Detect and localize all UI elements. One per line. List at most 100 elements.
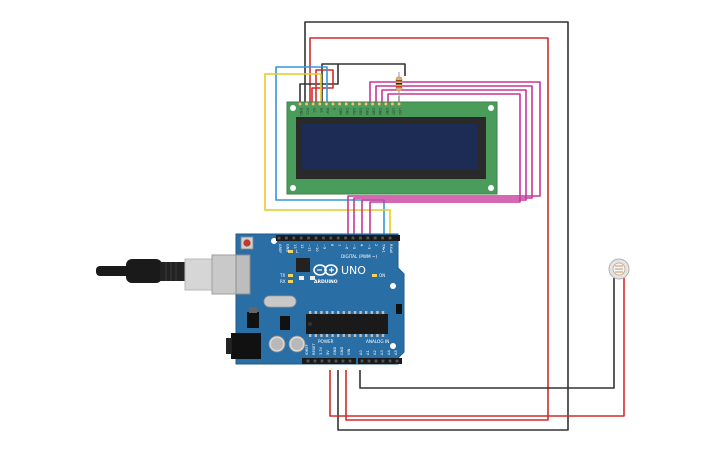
usb-port xyxy=(235,254,251,295)
header-pin[interactable] xyxy=(381,236,384,240)
lcd-pin[interactable] xyxy=(324,101,329,107)
analog-pin-label: A0 xyxy=(359,350,363,355)
arduino-uno-board[interactable]: L TX RX ON UNO ARDUINO DIGITAL (PWM ~) P… xyxy=(226,233,405,365)
lcd-pin[interactable] xyxy=(350,101,355,107)
wire-magenta-db7[interactable] xyxy=(369,93,521,238)
header-pin[interactable] xyxy=(374,359,378,363)
header-pin[interactable] xyxy=(329,236,333,240)
wires xyxy=(264,21,625,431)
header-pin[interactable] xyxy=(388,359,392,363)
header-pin[interactable] xyxy=(299,236,303,240)
chip-leg xyxy=(359,334,362,337)
reset-button-icon[interactable] xyxy=(240,236,254,250)
chip-leg xyxy=(337,311,340,314)
board-brand-uno: UNO xyxy=(341,264,366,277)
chip-leg xyxy=(309,311,312,314)
lcd-pin[interactable] xyxy=(390,101,395,107)
lcd-pin[interactable] xyxy=(344,101,349,107)
digital-pin-label: 4 xyxy=(359,244,363,247)
analog-header-strip xyxy=(358,358,402,364)
board-mount-hole xyxy=(271,238,277,244)
header-pin[interactable] xyxy=(322,236,325,240)
lcd-pin[interactable] xyxy=(311,101,316,107)
wire-magenta-db5[interactable] xyxy=(353,85,533,238)
header-pin[interactable] xyxy=(277,236,281,240)
lcd-pin[interactable] xyxy=(317,101,322,107)
wire-black-ldr[interactable] xyxy=(359,278,615,389)
wire-blue-rs[interactable] xyxy=(275,66,385,238)
header-pin[interactable] xyxy=(381,359,385,363)
header-pin[interactable] xyxy=(360,359,364,363)
lcd-mount-hole xyxy=(488,105,494,111)
wire-red-lcd-jumper[interactable] xyxy=(311,69,334,102)
header-pin[interactable] xyxy=(373,236,377,240)
lcd-pin[interactable] xyxy=(330,101,336,107)
lcd-pin[interactable] xyxy=(370,101,375,107)
digital-pin-label: TX▸1 xyxy=(382,243,386,253)
resistor-icon[interactable] xyxy=(395,72,403,96)
wire-black-gnd-outer[interactable] xyxy=(304,21,569,431)
lcd-mount-hole xyxy=(290,105,296,111)
usb-cable-icon[interactable] xyxy=(96,254,251,295)
wire-yellow-enable[interactable] xyxy=(264,73,391,238)
lcd-pin-label: DB2 xyxy=(352,108,356,115)
header-pin[interactable] xyxy=(307,236,310,240)
digital-pin-label: 12 xyxy=(300,244,304,249)
header-pin[interactable] xyxy=(341,359,345,363)
header-pin[interactable] xyxy=(395,359,399,363)
power-header xyxy=(302,358,356,364)
lcd-header-pins xyxy=(297,101,402,107)
lcd-pin[interactable] xyxy=(396,101,402,107)
lcd-pin[interactable] xyxy=(297,101,303,107)
header-pin[interactable] xyxy=(388,236,392,240)
header-pin[interactable] xyxy=(327,359,331,363)
wire-red-vcc-outer[interactable] xyxy=(309,37,549,421)
lcd-pin-label: DB1 xyxy=(345,108,349,115)
wire-magenta-db6[interactable] xyxy=(361,89,527,238)
header-pin[interactable] xyxy=(306,359,310,363)
header-pin[interactable] xyxy=(313,359,317,363)
ldr-sensor-icon[interactable] xyxy=(608,258,630,280)
chip-leg xyxy=(376,311,379,314)
header-pin[interactable] xyxy=(336,236,340,240)
voltage-regulator xyxy=(247,312,259,328)
chip-leg xyxy=(325,334,329,337)
chip-leg xyxy=(365,311,368,314)
header-pin[interactable] xyxy=(351,236,355,240)
header-pin[interactable] xyxy=(359,236,362,240)
wire-magenta-db4[interactable] xyxy=(347,81,541,238)
power-jack-icon xyxy=(226,333,261,359)
label-tx: TX xyxy=(279,273,285,278)
lcd-pin[interactable] xyxy=(357,101,362,107)
header-pin[interactable] xyxy=(367,359,371,363)
analog-header-label: ANALOG IN xyxy=(366,339,389,344)
header-pin[interactable] xyxy=(320,359,324,363)
analog-header xyxy=(358,358,402,364)
digital-pin-label: ~5 xyxy=(352,244,356,249)
lcd-pin[interactable] xyxy=(377,101,382,107)
header-pin[interactable] xyxy=(348,359,352,363)
chip-leg xyxy=(353,334,357,337)
lcd-mount-hole xyxy=(488,185,494,191)
wire-black-lcd-rw[interactable] xyxy=(338,63,406,76)
led-tx xyxy=(288,274,293,277)
board-maker: ARDUINO xyxy=(314,279,338,285)
lcd-pin[interactable] xyxy=(363,101,369,107)
lcd-pin[interactable] xyxy=(383,101,388,107)
header-pin[interactable] xyxy=(366,236,370,240)
header-pin[interactable] xyxy=(334,359,338,363)
wire-red-ldr[interactable] xyxy=(329,278,625,417)
chip-leg xyxy=(370,334,373,337)
header-pin[interactable] xyxy=(292,236,296,240)
header-pin[interactable] xyxy=(285,236,288,240)
lcd-pin[interactable] xyxy=(304,101,309,107)
lcd-pin[interactable] xyxy=(337,101,342,107)
chip-leg xyxy=(376,334,379,337)
power-pin-label: VIN xyxy=(347,348,351,355)
header-pin[interactable] xyxy=(344,236,347,240)
power-pin-label: IOREF xyxy=(305,344,309,355)
header-pin[interactable] xyxy=(314,236,318,240)
